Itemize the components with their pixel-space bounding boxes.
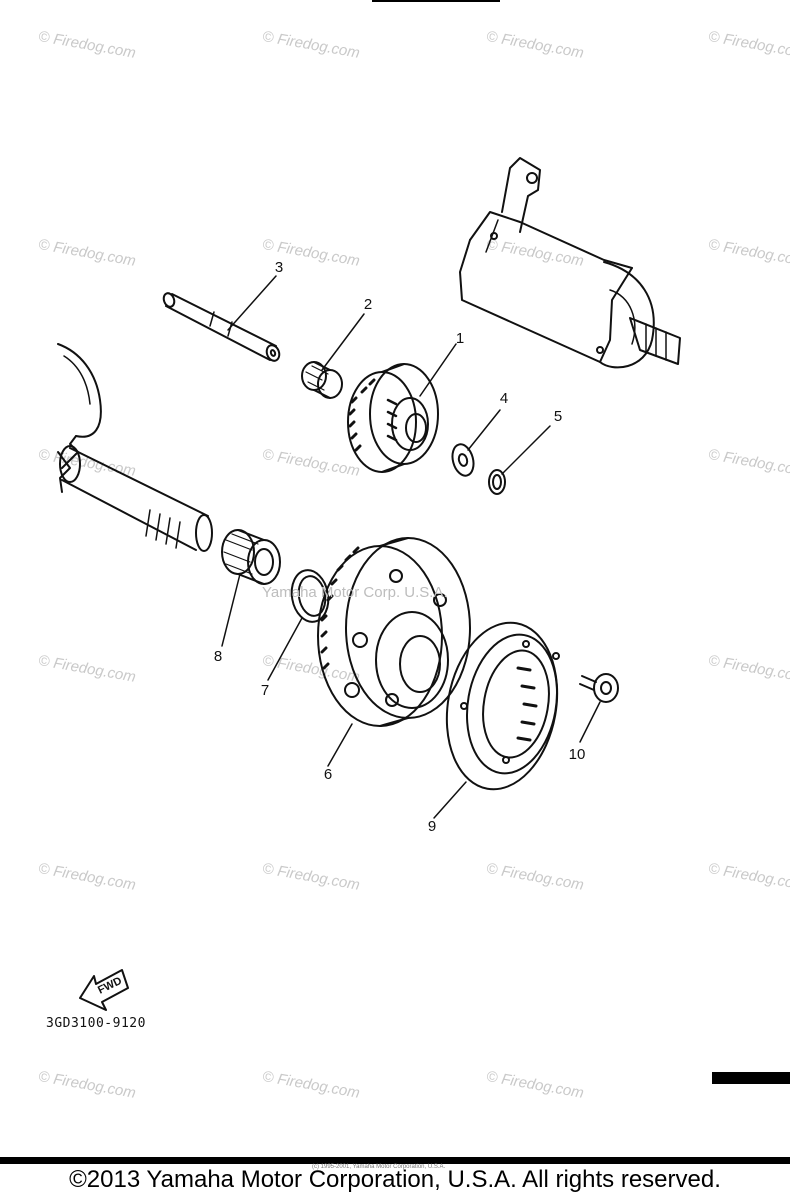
starter-motor (459, 157, 681, 369)
callout-10: 10 (568, 746, 586, 763)
part-code: 3GD3100-9120 (46, 1016, 146, 1031)
part-8-needle-bearing (221, 529, 281, 585)
part-4-washer (451, 443, 475, 477)
callout-3: 3 (274, 259, 284, 276)
callout-6: 6 (323, 766, 333, 783)
part-5-circlip (488, 469, 506, 495)
callout-7: 7 (260, 682, 270, 699)
fwd-arrow-icon: FWD (79, 969, 129, 1011)
callout-8: 8 (213, 648, 223, 665)
callout-9: 9 (427, 818, 437, 835)
part-3-shaft (162, 292, 281, 362)
small-print: (c) 1995-2001, Yamaha Motor Corporation,… (312, 1164, 446, 1170)
crankshaft (57, 343, 213, 552)
callout-5: 5 (553, 408, 563, 425)
center-watermark: Yamaha Motor Corp. U.S.A. (262, 584, 448, 601)
part-10-bolt (579, 673, 619, 703)
part-1-idler-gear (347, 363, 439, 473)
callout-2: 2 (363, 296, 373, 313)
edge-bar (712, 1072, 790, 1084)
part-2-needle-bearing (301, 361, 343, 399)
top-rule (372, 0, 500, 2)
bottom-bar (0, 1157, 790, 1164)
callout-1: 1 (455, 330, 465, 347)
part-6-starter-wheel-gear (317, 537, 471, 727)
leader-lines (221, 275, 601, 819)
callout-4: 4 (499, 390, 509, 407)
copyright-notice: ©2013 Yamaha Motor Corporation, U.S.A. A… (69, 1166, 721, 1193)
part-9-one-way-clutch (445, 621, 560, 791)
